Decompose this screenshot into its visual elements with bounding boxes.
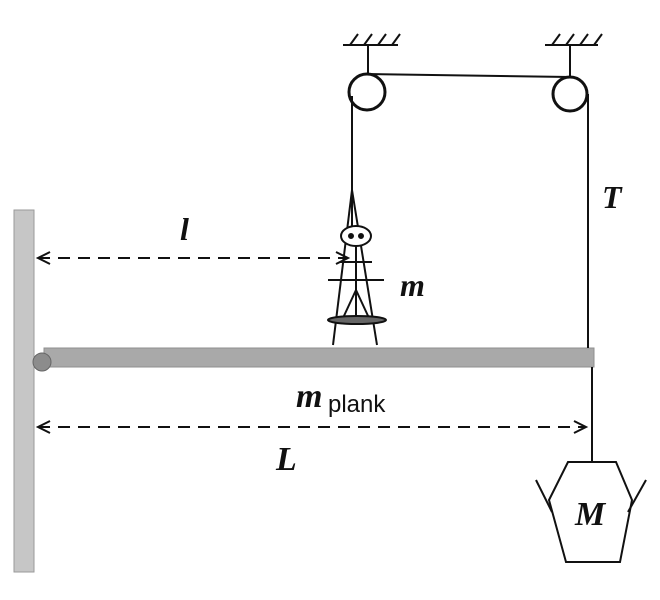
ceiling-mount-left — [343, 33, 401, 74]
dimension-L — [35, 420, 589, 434]
mass-side-left — [535, 479, 553, 513]
label-plank-mass: m — [296, 378, 322, 415]
person — [327, 189, 387, 346]
ceiling-mount-right — [545, 33, 603, 76]
hanging-mass-body — [547, 461, 634, 563]
pulley-right — [551, 75, 589, 113]
plank — [43, 347, 595, 368]
dimension-l — [35, 251, 351, 265]
wall — [13, 209, 35, 573]
label-hanging-mass: M — [574, 496, 607, 533]
hinge — [32, 352, 52, 372]
label-person-mass: m — [400, 267, 425, 303]
pulley-left — [347, 72, 387, 112]
mass-side-right — [627, 479, 647, 513]
label-tension: T — [602, 179, 623, 215]
rope — [351, 73, 593, 462]
label-distance-small: l — [180, 211, 189, 247]
label-plank-mass-subscript: plank — [328, 391, 386, 418]
label-length: L — [275, 441, 297, 478]
